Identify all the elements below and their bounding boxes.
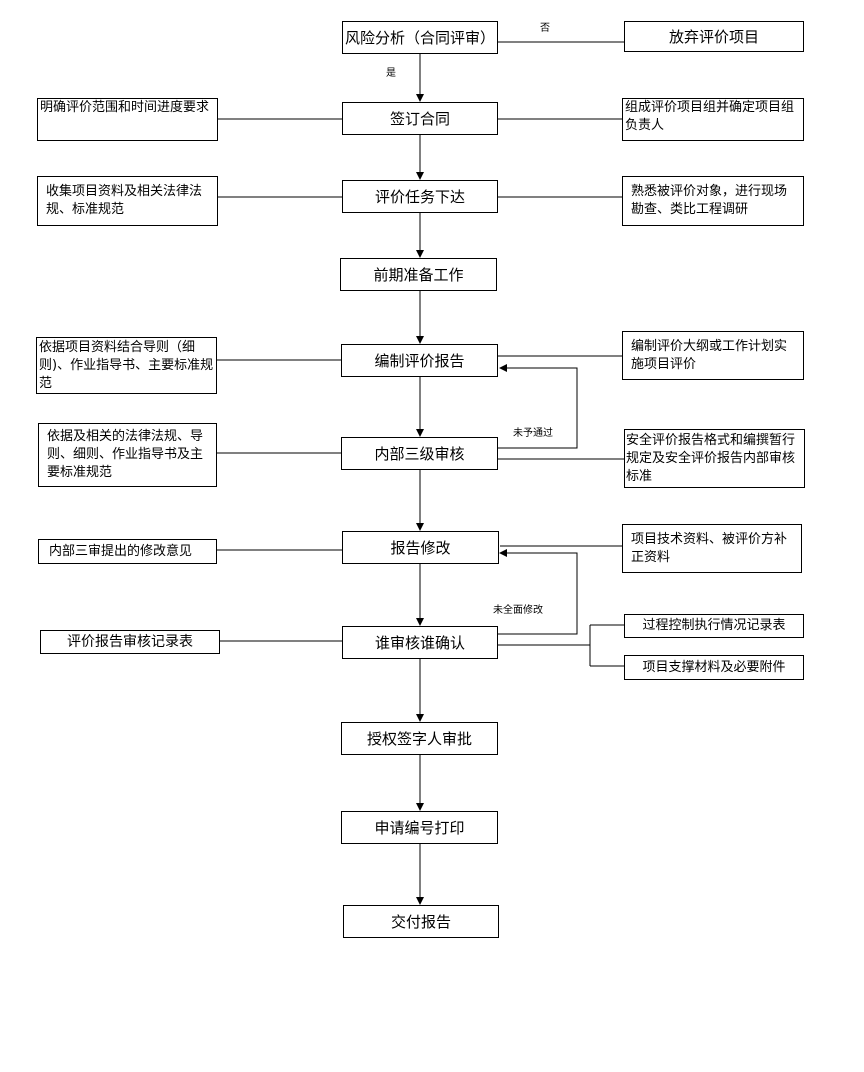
preparation-box: 前期准备工作 (340, 258, 497, 291)
preparation-label: 前期准备工作 (373, 265, 464, 284)
review-record-form-box: 评价报告审核记录表 (40, 630, 220, 654)
internal-review-label: 内部三级审核 (374, 444, 465, 463)
clarify-scope-label: 明确评价范围和时间进度要求 (40, 100, 210, 115)
task-issue-box: 评价任务下达 (342, 180, 498, 213)
form-team-label: 组成评价项目组并确定项目组负责人 (625, 100, 795, 133)
authorized-signatory-box: 授权签字人审批 (341, 722, 498, 755)
label-no: 否 (540, 23, 550, 34)
internal-review-box: 内部三级审核 (341, 437, 498, 470)
apply-number-print-label: 申请编号打印 (374, 818, 465, 837)
who-reviews-confirms-label: 谁审核谁确认 (374, 633, 465, 652)
support-materials-label: 项目支撑材料及必要附件 (642, 659, 786, 675)
basis-laws-box: 依据及相关的法律法规、导则、细则、作业指导书及主要标准规范 (38, 423, 217, 487)
collect-materials-label: 收集项目资料及相关法律法规、标准规范 (46, 184, 203, 217)
familiarize-object-box: 熟悉被评价对象，进行现场勘查、类比工程调研 (622, 176, 804, 226)
report-format-rules-box: 安全评价报告格式和编撰暂行规定及安全评价报告内部审核标准 (624, 429, 805, 488)
report-format-rules-label: 安全评价报告格式和编撰暂行规定及安全评价报告内部审核标准 (626, 432, 796, 484)
abandon-project-label: 放弃评价项目 (668, 27, 759, 46)
risk-analysis-label: 风险分析（合同评审） (344, 28, 495, 47)
basis-guidelines-label: 依据项目资料结合导则（细则)、作业指导书、主要标准规范 (39, 339, 214, 391)
review-record-form-label: 评价报告审核记录表 (67, 634, 193, 650)
technical-materials-box: 项目技术资料、被评价方补正资料 (622, 524, 802, 573)
risk-analysis-box: 风险分析（合同评审） (342, 21, 498, 54)
process-control-record-label: 过程控制执行情况记录表 (642, 618, 786, 633)
process-control-record-box: 过程控制执行情况记录表 (624, 614, 804, 638)
clarify-scope-box: 明确评价范围和时间进度要求 (37, 98, 218, 141)
basis-laws-label: 依据及相关的法律法规、导则、细则、作业指导书及主要标准规范 (47, 429, 204, 480)
review-opinions-box: 内部三审提出的修改意见 (38, 539, 217, 564)
abandon-project-box: 放弃评价项目 (624, 21, 804, 52)
report-revision-label: 报告修改 (390, 538, 451, 557)
review-opinions-label: 内部三审提出的修改意见 (49, 543, 193, 559)
task-issue-label: 评价任务下达 (374, 187, 465, 206)
compile-report-label: 编制评价报告 (374, 351, 465, 370)
basis-guidelines-box: 依据项目资料结合导则（细则)、作业指导书、主要标准规范 (36, 337, 217, 394)
label-not-passed: 未予通过 (513, 428, 553, 439)
sign-contract-box: 签订合同 (342, 102, 498, 135)
who-reviews-confirms-box: 谁审核谁确认 (342, 626, 498, 659)
support-materials-box: 项目支撑材料及必要附件 (624, 655, 804, 680)
sign-contract-label: 签订合同 (389, 109, 450, 128)
form-team-box: 组成评价项目组并确定项目组负责人 (622, 98, 804, 141)
authorized-signatory-label: 授权签字人审批 (366, 729, 472, 748)
deliver-report-box: 交付报告 (343, 905, 499, 938)
technical-materials-label: 项目技术资料、被评价方补正资料 (631, 531, 788, 565)
outline-plan-label: 编制评价大纲或工作计划实施项目评价 (631, 338, 788, 372)
compile-report-box: 编制评价报告 (341, 344, 498, 377)
collect-materials-box: 收集项目资料及相关法律法规、标准规范 (37, 176, 218, 226)
report-revision-box: 报告修改 (342, 531, 499, 564)
label-yes: 是 (386, 68, 396, 79)
loop-not-passed (498, 364, 578, 449)
outline-plan-box: 编制评价大纲或工作计划实施项目评价 (622, 331, 804, 380)
loop-not-fully-revised (498, 549, 578, 635)
apply-number-print-box: 申请编号打印 (341, 811, 498, 844)
label-not-fully-revised: 未全面修改 (493, 605, 543, 616)
deliver-report-label: 交付报告 (390, 912, 451, 931)
familiarize-object-label: 熟悉被评价对象，进行现场勘查、类比工程调研 (631, 184, 788, 217)
